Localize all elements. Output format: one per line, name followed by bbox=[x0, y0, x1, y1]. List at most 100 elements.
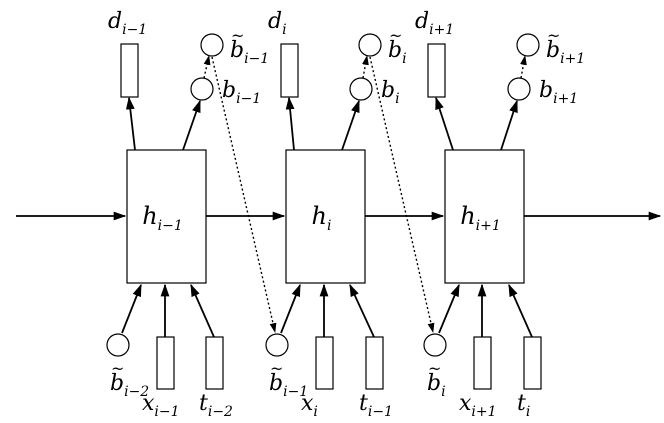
arrow-input-t-0 bbox=[190, 283, 215, 338]
dotted-b-to-btilde-2 bbox=[520, 55, 527, 79]
hidden-cell-0 bbox=[126, 149, 207, 284]
d-output-label-0-subscript: i−1 bbox=[122, 22, 147, 38]
input-x-box-2 bbox=[473, 336, 492, 390]
b-label-1-base: b bbox=[381, 78, 395, 103]
btilde-top-label-1-tilde: ~ bbox=[389, 26, 402, 45]
arrow-to-d-2 bbox=[435, 96, 454, 151]
d-output-box-1 bbox=[280, 43, 299, 98]
d-output-label-0: di−1 bbox=[108, 9, 147, 38]
input-t-label-0-subscript: i−2 bbox=[208, 404, 233, 420]
b-label-2-subscript: i+1 bbox=[553, 91, 578, 107]
input-btilde-circle-0 bbox=[106, 333, 130, 357]
d-output-label-1-subscript: i bbox=[282, 22, 286, 38]
input-x-label-1: xi bbox=[301, 391, 318, 420]
btilde-top-label-0-subscript: i−1 bbox=[244, 51, 269, 67]
hidden-cell-1 bbox=[285, 149, 366, 284]
input-btilde-label-1: bi−1 bbox=[269, 371, 308, 400]
arrow-to-d-1 bbox=[285, 96, 295, 151]
input-t-label-1-subscript: i−1 bbox=[368, 404, 393, 420]
b-label-0-subscript: i−1 bbox=[236, 91, 261, 107]
b-label-1: bi bbox=[381, 78, 400, 107]
input-x-label-0-subscript: i−1 bbox=[154, 404, 179, 420]
input-x-label-2-subscript: i+1 bbox=[471, 404, 496, 420]
arrow-input-btilde-0 bbox=[121, 283, 142, 334]
dotted-b-to-btilde-0 bbox=[203, 55, 211, 79]
d-output-label-1-base: d bbox=[268, 9, 282, 34]
dotted-b-to-btilde-1 bbox=[362, 55, 369, 79]
input-t-label-2-base: t bbox=[517, 391, 526, 416]
input-t-label-1: ti−1 bbox=[359, 391, 393, 420]
btilde-top-circle-1 bbox=[358, 33, 382, 57]
d-output-label-2-base: d bbox=[415, 9, 429, 34]
b-label-0-base: b bbox=[222, 78, 236, 103]
btilde-top-label-0-base: b bbox=[230, 38, 244, 63]
input-t-label-0: ti−2 bbox=[199, 391, 233, 420]
hidden-cell-label-2-subscript: i+1 bbox=[476, 218, 501, 234]
hidden-cell-label-1-subscript: i bbox=[327, 218, 331, 234]
input-btilde-label-0-tilde: ~ bbox=[111, 359, 124, 378]
input-btilde-label-1-base: b bbox=[269, 371, 283, 396]
input-btilde-circle-1 bbox=[265, 333, 289, 357]
input-btilde-label-0: bi−2 bbox=[110, 371, 149, 400]
input-btilde-label-2-subscript: i bbox=[441, 384, 445, 400]
hidden-cell-label-1-base: h bbox=[312, 202, 327, 230]
input-t-label-1-base: t bbox=[359, 391, 368, 416]
input-t-label-2-subscript: i bbox=[526, 404, 530, 420]
hidden-cell-label-2: hi+1 bbox=[460, 202, 501, 234]
d-output-label-1: di bbox=[268, 9, 287, 38]
btilde-top-label-2-base: b bbox=[546, 38, 560, 63]
dotted-feedback-1-to-2 bbox=[369, 56, 435, 333]
arrow-to-b-2 bbox=[500, 99, 518, 151]
input-btilde-label-1-tilde: ~ bbox=[270, 359, 283, 378]
b-circle-2 bbox=[507, 77, 531, 101]
arrow-input-t-1 bbox=[349, 283, 375, 338]
input-btilde-label-2-tilde: ~ bbox=[428, 359, 441, 378]
input-x-label-2-base: x bbox=[459, 391, 472, 416]
arrow-to-b-0 bbox=[182, 99, 201, 151]
d-output-label-2: di+1 bbox=[415, 9, 454, 38]
d-output-label-0-base: d bbox=[108, 9, 122, 34]
arrow-to-d-0 bbox=[125, 96, 136, 151]
btilde-top-label-2-subscript: i+1 bbox=[560, 51, 585, 67]
hidden-cell-label-1: hi bbox=[312, 202, 332, 234]
hidden-cell-label-0-base: h bbox=[142, 202, 157, 230]
input-x-label-1-base: x bbox=[301, 391, 314, 416]
input-x-box-0 bbox=[156, 336, 175, 390]
btilde-top-label-2-tilde: ~ bbox=[547, 26, 560, 45]
b-label-2-base: b bbox=[539, 78, 553, 103]
input-btilde-label-2-base: b bbox=[427, 371, 441, 396]
input-t-box-2 bbox=[523, 336, 542, 390]
arrow-to-b-1 bbox=[341, 99, 360, 151]
d-output-label-2-subscript: i+1 bbox=[429, 22, 454, 38]
b-label-2: bi+1 bbox=[539, 78, 578, 107]
input-t-label-0-base: t bbox=[199, 391, 208, 416]
d-output-box-0 bbox=[120, 43, 139, 98]
hidden-cell-2 bbox=[444, 149, 525, 284]
input-x-label-0: xi−1 bbox=[142, 391, 180, 420]
btilde-top-label-1-subscript: i bbox=[402, 51, 406, 67]
input-btilde-label-0-base: b bbox=[110, 371, 124, 396]
btilde-top-label-1: bi bbox=[388, 38, 407, 67]
arrow-input-btilde-1 bbox=[280, 283, 301, 334]
btilde-top-label-1-base: b bbox=[388, 38, 402, 63]
input-btilde-circle-2 bbox=[423, 333, 447, 357]
hidden-cell-label-0: hi−1 bbox=[142, 202, 183, 234]
b-circle-0 bbox=[190, 77, 214, 101]
input-btilde-label-2: bi bbox=[427, 371, 446, 400]
b-label-0: bi−1 bbox=[222, 78, 261, 107]
dotted-feedback-0-to-1 bbox=[211, 56, 277, 333]
btilde-top-circle-0 bbox=[200, 33, 224, 57]
btilde-top-label-2: bi+1 bbox=[546, 38, 585, 67]
hidden-cell-label-2-base: h bbox=[460, 202, 475, 230]
input-x-label-1-subscript: i bbox=[313, 404, 317, 420]
input-t-box-1 bbox=[365, 336, 384, 390]
input-btilde-label-0-subscript: i−2 bbox=[124, 384, 149, 400]
btilde-top-label-0-tilde: ~ bbox=[231, 26, 244, 45]
btilde-top-label-0: bi−1 bbox=[230, 38, 269, 67]
b-label-1-subscript: i bbox=[395, 91, 399, 107]
b-circle-1 bbox=[349, 77, 373, 101]
arrow-input-btilde-2 bbox=[438, 283, 460, 334]
input-x-label-2: xi+1 bbox=[459, 391, 497, 420]
